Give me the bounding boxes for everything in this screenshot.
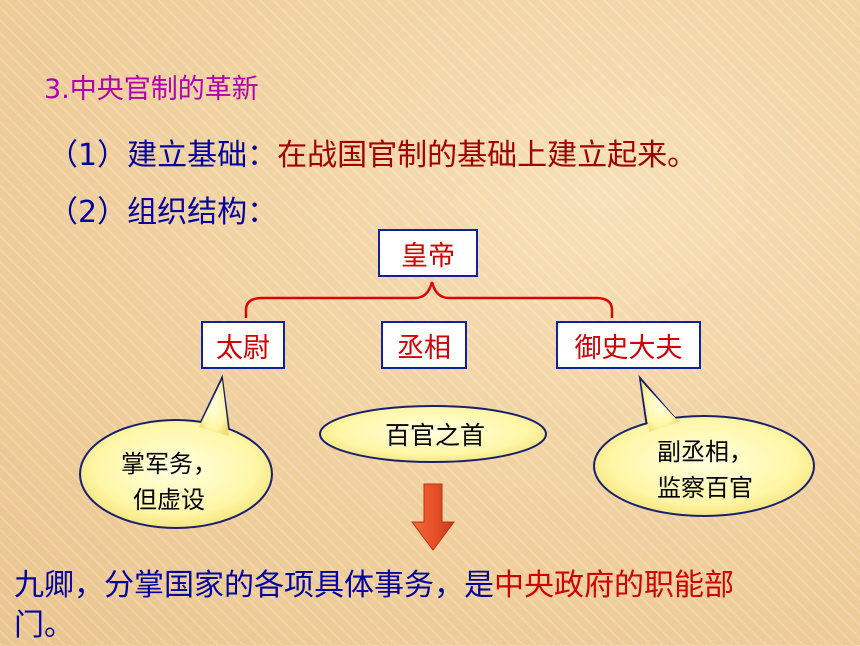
bottom-part3: 门。 bbox=[14, 608, 74, 643]
node-yushi: 御史大夫 bbox=[556, 321, 701, 369]
bubble-taiwei-body bbox=[79, 419, 273, 529]
bottom-part2: 中央政府的职能部 bbox=[494, 568, 734, 603]
foundation-label: （1）建立基础： bbox=[48, 138, 278, 173]
structure-label: （2）组织结构： bbox=[48, 195, 278, 230]
bubble-yushi-line1: 副丞相， bbox=[657, 438, 753, 466]
nine-ministers-text: 九卿，分掌国家的各项具体事务，是中央政府的职能部门。 bbox=[14, 566, 854, 646]
bubble-taiwei-line2: 但虚设 bbox=[133, 486, 205, 514]
bubble-chengxiang bbox=[319, 405, 547, 463]
node-chengxiang: 丞相 bbox=[381, 321, 467, 369]
bubble-yushi-body bbox=[593, 415, 815, 517]
bubble-taiwei-line1: 掌军务， bbox=[121, 450, 217, 478]
foundation-line: （1）建立基础：在战国官制的基础上建立起来。 bbox=[48, 130, 697, 174]
node-emperor: 皇帝 bbox=[378, 229, 478, 277]
bubble-yushi-line2: 监察百官 bbox=[657, 474, 753, 502]
org-bracket bbox=[244, 281, 614, 318]
node-taiwei: 太尉 bbox=[201, 321, 285, 369]
foundation-content: 在战国官制的基础上建立起来。 bbox=[277, 138, 698, 173]
down-arrow-icon bbox=[411, 483, 455, 551]
bottom-part1: 九卿，分掌国家的各项具体事务，是 bbox=[14, 568, 494, 603]
bubble-chengxiang-text: 百官之首 bbox=[384, 421, 485, 450]
section-title: 3.中央官制的革新 bbox=[44, 74, 259, 105]
